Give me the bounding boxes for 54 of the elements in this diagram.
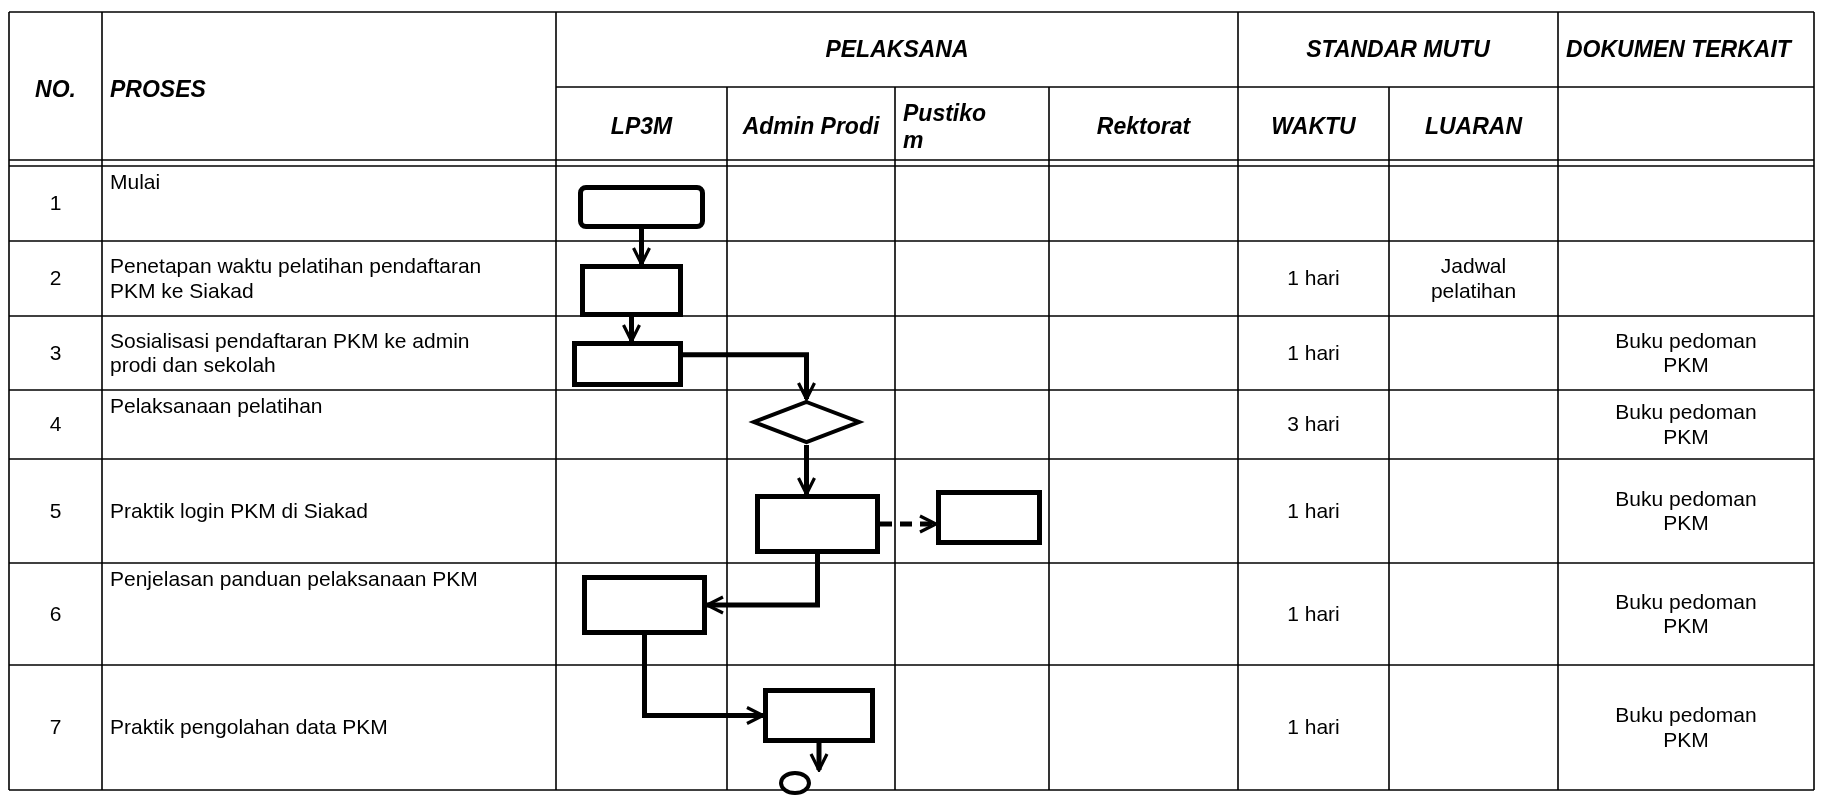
- column-header: NO.: [35, 75, 76, 103]
- column-header: STANDAR MUTU: [1306, 36, 1490, 63]
- arrow: [705, 554, 820, 615]
- arrow: [809, 743, 829, 772]
- row-number: 3: [49, 340, 62, 366]
- row-number: 4: [49, 412, 62, 437]
- column-header: Rektorat: [1096, 113, 1191, 140]
- document-text: Buku pedoman PKM: [1614, 486, 1758, 536]
- row-number: 2: [49, 266, 62, 291]
- column-header: Pustikom: [903, 100, 988, 153]
- duration-text: 3 hari: [1287, 412, 1340, 437]
- column-header: PELAKSANA: [825, 36, 969, 63]
- connector-circle: [778, 770, 812, 796]
- output-text: Jadwal pelatihan: [1429, 254, 1518, 303]
- process-box: [763, 688, 875, 743]
- decision-diamond: [751, 399, 862, 445]
- process-step-text: Sosialisasi pendaftaran PKM ke admin prodi dan sekolah: [110, 328, 471, 378]
- arrow: [796, 445, 817, 496]
- duration-text: 1 hari: [1287, 340, 1340, 366]
- document-text: Buku pedoman PKM: [1614, 589, 1758, 639]
- duration-text: 1 hari: [1287, 601, 1340, 627]
- process-box: [936, 490, 1042, 545]
- arrow: [621, 317, 642, 343]
- document-text: Buku pedoman PKM: [1614, 400, 1758, 449]
- arrow: [642, 635, 765, 726]
- process-step-text: Penetapan waktu pelatihan pendaftaran PKM ke Siakad: [110, 254, 483, 303]
- process-box: [755, 494, 880, 554]
- process-box: [572, 341, 683, 387]
- process-step-text: Praktik pengolahan data PKM: [110, 715, 388, 740]
- process-box: [578, 185, 705, 229]
- row-number: 5: [49, 498, 62, 524]
- document-text: Buku pedoman PKM: [1614, 328, 1758, 378]
- column-header: WAKTU: [1271, 113, 1356, 140]
- duration-text: 1 hari: [1287, 715, 1340, 740]
- arrow: [631, 229, 652, 266]
- duration-text: 1 hari: [1287, 498, 1340, 524]
- row-number: 1: [49, 191, 62, 216]
- row-number: 7: [49, 715, 62, 740]
- process-step-text: Mulai: [110, 170, 161, 195]
- process-step-text: Penjelasan panduan pelaksanaan PKM: [110, 567, 478, 592]
- arrow: [683, 352, 817, 401]
- row-number: 6: [49, 601, 62, 627]
- column-header: PROSES: [110, 75, 206, 103]
- process-box: [582, 575, 707, 635]
- duration-text: 1 hari: [1287, 266, 1340, 291]
- column-header: LUARAN: [1424, 113, 1523, 140]
- process-step-text: Pelaksanaan pelatihan: [110, 394, 323, 419]
- process-step-text: Praktik login PKM di Siakad: [110, 498, 368, 524]
- column-header: DOKUMEN TERKAIT: [1566, 36, 1791, 63]
- document-text: Buku pedoman PKM: [1614, 703, 1758, 752]
- column-header: Admin Prodi: [742, 113, 880, 140]
- arrow: [880, 514, 938, 534]
- column-header: LP3M: [610, 113, 673, 140]
- process-box: [580, 264, 683, 317]
